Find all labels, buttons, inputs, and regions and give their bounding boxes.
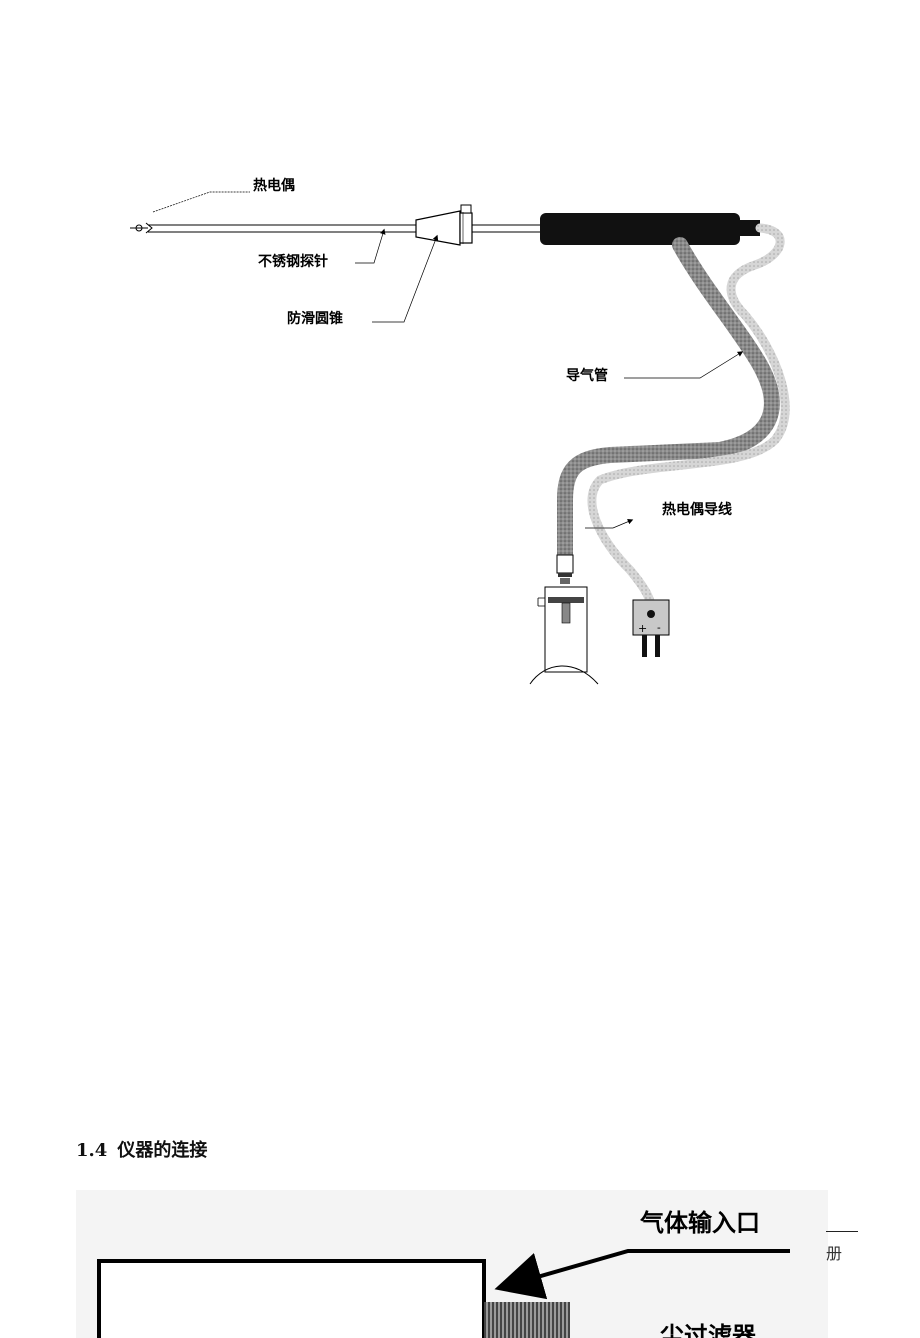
label-gas-tube: 导气管 bbox=[566, 367, 608, 384]
label-thermocouple: 热电偶 bbox=[253, 177, 295, 194]
gas-inlet-leader bbox=[494, 1249, 790, 1300]
side-note: 册 bbox=[826, 1244, 843, 1263]
connector-plus: + bbox=[638, 622, 647, 635]
instrument-body bbox=[97, 1259, 486, 1338]
section-number: 1.4 bbox=[76, 1140, 108, 1161]
tube-fitting bbox=[556, 554, 574, 584]
filter-body bbox=[484, 1302, 570, 1338]
antislip-cone bbox=[415, 204, 473, 246]
probe-diagram: + - 热电偶 不锈钢探针 防滑圆锥 导气管 热电偶导线 bbox=[130, 177, 790, 685]
thermocouple-connector: + - bbox=[632, 599, 670, 657]
gas-tube bbox=[557, 237, 780, 564]
label-stainless-probe: 不锈钢探针 bbox=[258, 253, 328, 270]
instrument-socket bbox=[529, 586, 599, 685]
label-antislip-cone: 防滑圆锥 bbox=[287, 310, 343, 327]
leader-lines bbox=[152, 191, 744, 529]
stainless-probe-shaft bbox=[148, 224, 540, 233]
connector-minus: - bbox=[657, 621, 661, 634]
label-filter-partial: 尘过滤器 bbox=[660, 1321, 757, 1338]
section-heading: 1.4 仪器的连接 bbox=[76, 1136, 207, 1162]
connection-diagram: 气体输入口 尘过滤器 bbox=[76, 1190, 828, 1338]
section-title: 仪器的连接 bbox=[117, 1140, 208, 1161]
probe-handle bbox=[540, 213, 760, 245]
label-gas-inlet: 气体输入口 bbox=[639, 1208, 760, 1237]
side-rule bbox=[826, 1231, 858, 1232]
label-thermocouple-lead: 热电偶导线 bbox=[662, 501, 732, 518]
thermocouple-lead bbox=[587, 223, 790, 617]
